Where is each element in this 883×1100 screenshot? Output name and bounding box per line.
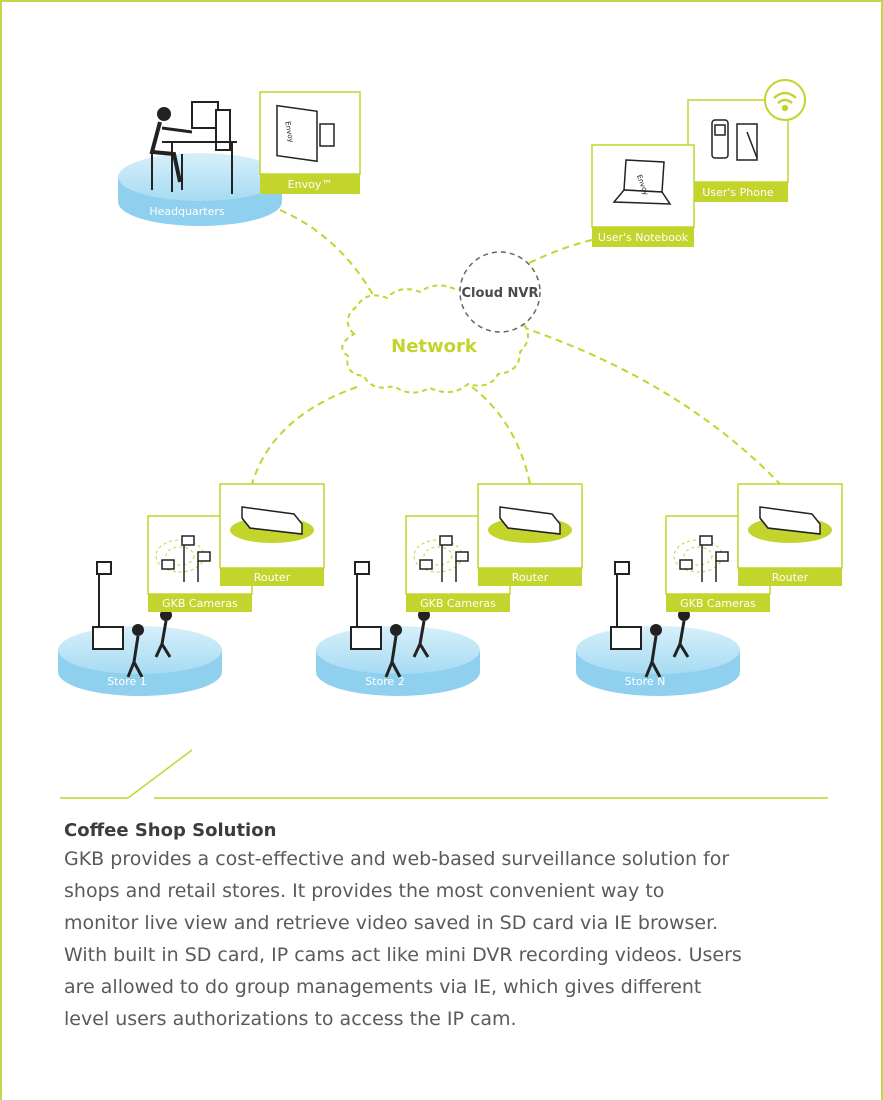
users-phone-node: User's Phone [687,79,806,202]
solution-line: shops and retail stores. It provides the… [64,880,665,902]
solution-paragraph: GKB provides a cost-effective and web-ba… [64,843,844,1035]
solution-title: Coffee Shop Solution [64,820,277,841]
network-diagram: Network Cloud NVR Headquarters E [58,79,843,799]
connection-lines [251,209,781,485]
camera-icon [679,535,729,582]
store-base-label: Store 1 [107,675,147,688]
envoy-print-label: Envoy [283,121,295,144]
section-divider [60,749,828,799]
link-network-storeN [521,326,781,485]
solution-line: monitor live view and retrieve video sav… [64,912,719,934]
users-notebook-node: Envoy User's Notebook [591,144,695,247]
cloud-nvr-label: Cloud NVR [462,286,539,301]
network-label: Network [391,336,478,357]
link-hq-network [279,209,378,303]
office-worker-icon [149,101,237,194]
link-network-store2 [471,386,531,485]
store-cameras-label: GKB Cameras [162,597,238,610]
users-phone-label: User's Phone [702,186,774,199]
solution-line: are allowed to do group managements via … [64,976,702,998]
store-staff-icon [610,561,690,678]
solution-line: With built in SD card, IP cams act like … [64,944,742,966]
headquarters-node: Headquarters Envoy Envoy™ [118,91,361,226]
store-router-label: Router [254,571,291,584]
link-notebook-cloudnvr [526,239,593,265]
store-router-label: Router [512,571,549,584]
router-icon [499,506,561,535]
store-node-2: Store 2 GKB Cameras Router [316,483,583,696]
store-node-3: Store N GKB Cameras Router [576,483,843,696]
headquarters-label: Headquarters [149,205,225,218]
users-notebook-label: User's Notebook [598,231,689,244]
store-cameras-label: GKB Cameras [680,597,756,610]
phone-icon [711,119,758,161]
store-staff-icon [92,561,172,678]
store-node-1: Store 1 GKB Cameras Router [58,483,325,696]
store-cameras-label: GKB Cameras [420,597,496,610]
cloud-nvr-node: Cloud NVR [459,251,541,333]
store-base-label: Store N [625,675,666,688]
solution-line: GKB provides a cost-effective and web-ba… [64,848,730,870]
notebook-icon: Envoy [612,159,672,205]
link-network-store1 [251,386,358,485]
store-router-label: Router [772,571,809,584]
camera-icon [419,535,469,582]
envoy-label: Envoy™ [288,178,333,191]
camera-icon [161,535,211,582]
solution-line: level users authorizations to access the… [64,1008,517,1030]
store-staff-icon [350,561,430,678]
wifi-icon [773,91,797,112]
solution-description: Coffee Shop Solution GKB provides a cost… [64,820,844,1035]
router-icon [241,506,303,535]
envoy-device-icon: Envoy [276,104,335,163]
store-base-label: Store 2 [365,675,405,688]
router-icon [759,506,821,535]
